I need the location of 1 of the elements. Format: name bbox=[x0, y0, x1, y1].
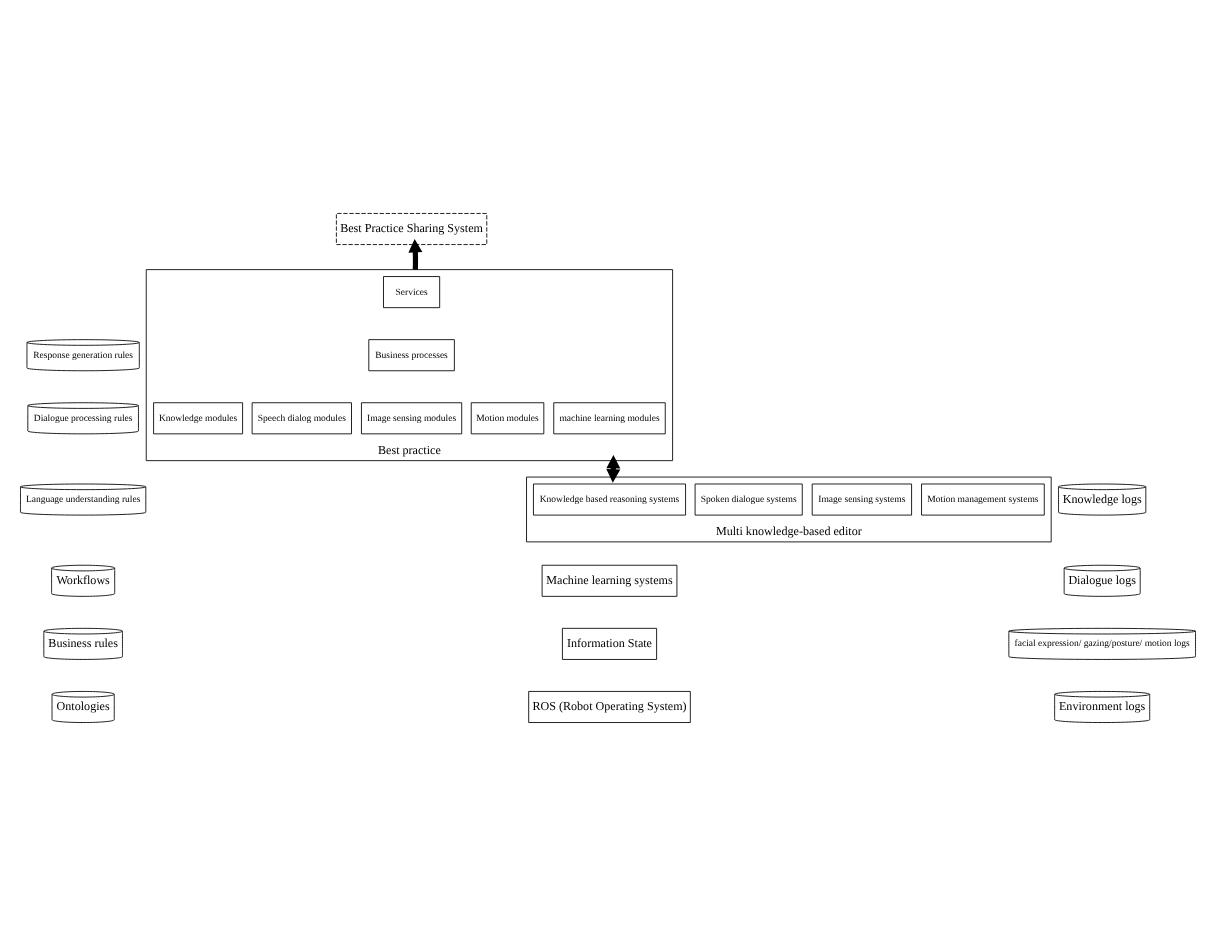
arrow bbox=[408, 239, 423, 270]
